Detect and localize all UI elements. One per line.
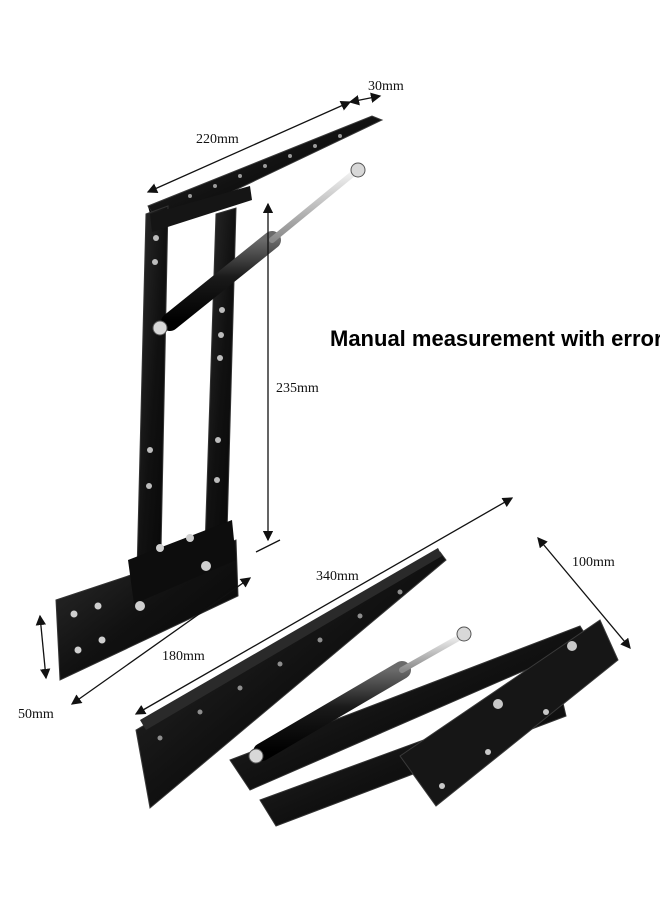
- dimension-lines: [35, 92, 631, 715]
- label-folded-length: 340mm: [316, 569, 359, 584]
- extended-hinge: [55, 115, 384, 681]
- label-top-width: 220mm: [196, 132, 239, 147]
- folded-back-plate: [399, 619, 619, 807]
- measurement-note: Manual measurement with errors: [330, 326, 660, 351]
- dim-line-base-height: [35, 614, 51, 680]
- gas-strut-upper: [152, 162, 366, 336]
- dim-line-folded-length: [134, 497, 514, 715]
- dim-line-folded-width: [537, 537, 631, 649]
- dim-line-top-depth: [348, 92, 382, 106]
- dim-line-top-width: [146, 100, 352, 194]
- label-top-depth: 30mm: [368, 79, 404, 94]
- label-base-height: 50mm: [18, 707, 54, 722]
- label-base-length: 180mm: [162, 649, 205, 664]
- label-height: 235mm: [276, 381, 319, 396]
- label-folded-width: 100mm: [572, 555, 615, 570]
